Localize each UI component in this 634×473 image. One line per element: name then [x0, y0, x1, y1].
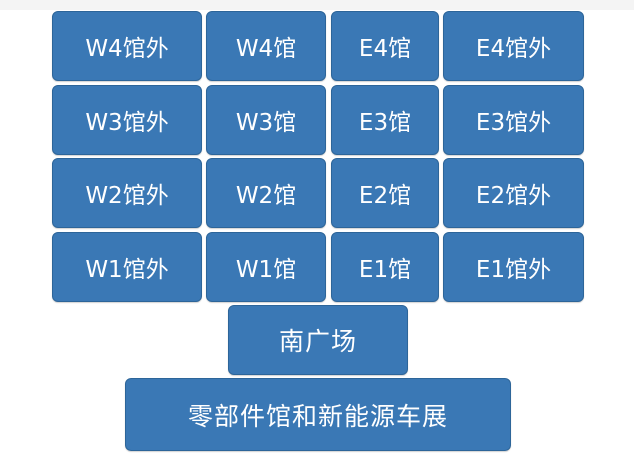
- hall-e4-outside-button[interactable]: E4馆外: [443, 11, 584, 81]
- parts-and-nev-hall-button[interactable]: 零部件馆和新能源车展: [125, 378, 511, 451]
- south-plaza-button[interactable]: 南广场: [228, 305, 408, 375]
- hall-w4-outside-button[interactable]: W4馆外: [52, 11, 202, 81]
- hall-w1-outside-button[interactable]: W1馆外: [52, 232, 202, 302]
- hall-e4-button[interactable]: E4馆: [331, 11, 439, 81]
- top-strip: [0, 0, 634, 10]
- hall-w4-button[interactable]: W4馆: [206, 11, 326, 81]
- hall-e2-button[interactable]: E2馆: [331, 158, 439, 228]
- hall-e1-button[interactable]: E1馆: [331, 232, 439, 302]
- hall-w1-button[interactable]: W1馆: [206, 232, 326, 302]
- hall-w3-button[interactable]: W3馆: [206, 85, 326, 155]
- hall-w3-outside-button[interactable]: W3馆外: [52, 85, 202, 155]
- hall-e3-button[interactable]: E3馆: [331, 85, 439, 155]
- hall-w2-button[interactable]: W2馆: [206, 158, 326, 228]
- hall-w2-outside-button[interactable]: W2馆外: [52, 158, 202, 228]
- hall-e3-outside-button[interactable]: E3馆外: [443, 85, 584, 155]
- hall-e2-outside-button[interactable]: E2馆外: [443, 158, 584, 228]
- hall-e1-outside-button[interactable]: E1馆外: [443, 232, 584, 302]
